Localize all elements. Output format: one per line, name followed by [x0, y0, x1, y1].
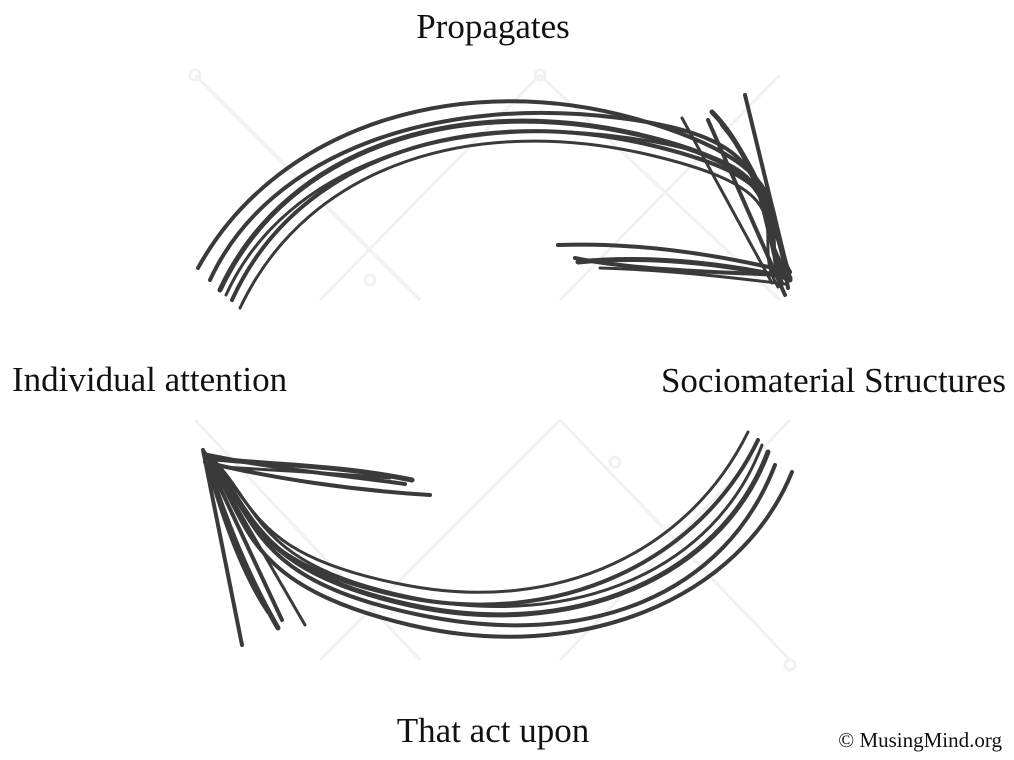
- right-node-label: Sociomaterial Structures: [660, 361, 1006, 400]
- left-node-label: Individual attention: [12, 360, 288, 399]
- top-arc-arrow: [196, 93, 793, 310]
- copyright-notice: © MusingMind.org: [838, 728, 1002, 752]
- bottom-arrow-label: That act upon: [396, 711, 590, 750]
- bottom-arc-arrow: [201, 430, 794, 647]
- top-arrow-label: Propagates: [416, 7, 570, 46]
